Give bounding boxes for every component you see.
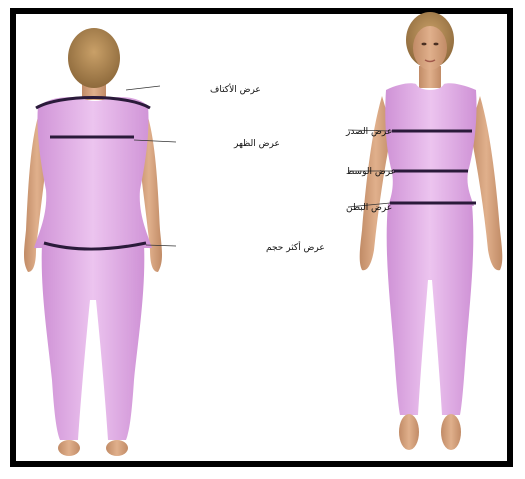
front-leggings <box>387 204 474 415</box>
back-figure: عرض الأكتاف عرض الظهر عرض أكثر حجم <box>24 28 325 456</box>
shoulder-leader <box>126 86 160 90</box>
back-left-foot <box>58 440 80 456</box>
front-face <box>413 26 447 70</box>
front-left-foot <box>399 414 419 450</box>
label-waist-width: عرض الوسط <box>346 167 396 177</box>
front-right-foot <box>441 414 461 450</box>
front-left-eye <box>422 43 427 46</box>
back-leggings <box>42 244 145 440</box>
front-top <box>385 83 476 206</box>
front-figure: عرض الصدر عرض الوسط عرض البطن <box>345 12 502 450</box>
back-right-foot <box>106 440 128 456</box>
label-back-width: عرض الظهر <box>233 139 280 149</box>
back-head-hair <box>68 28 120 88</box>
label-hip-width: عرض أكثر حجم <box>266 241 325 253</box>
back-top <box>34 97 152 248</box>
label-chest-width: عرض الصدر <box>345 127 392 137</box>
label-shoulder-width: عرض الأكتاف <box>210 83 261 95</box>
front-right-eye <box>434 43 439 46</box>
label-abdomen-width: عرض البطن <box>346 203 392 213</box>
